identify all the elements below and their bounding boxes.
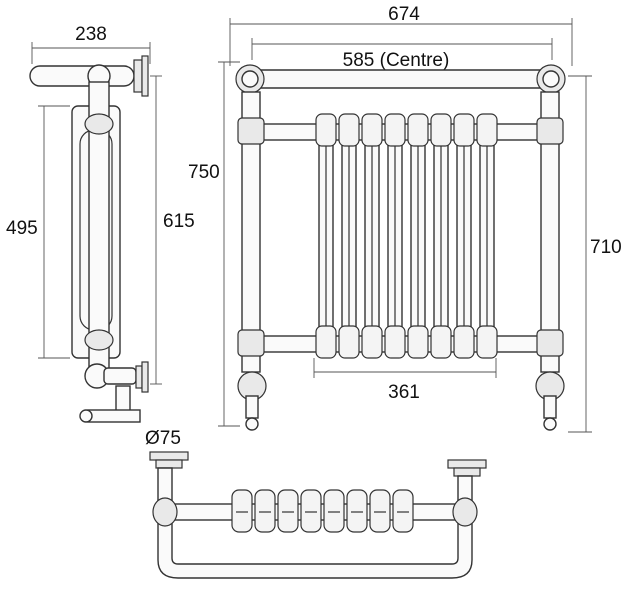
plan-view: Ø75 — [145, 428, 487, 579]
front-top-rail — [249, 69, 551, 89]
dim-label-495: 495 — [6, 218, 38, 239]
dim-label-diameter: Ø75 — [145, 428, 181, 449]
plan-section — [346, 489, 368, 533]
plan-left-wallplate — [149, 451, 189, 461]
plan-right-collar — [452, 497, 478, 527]
dim-label-238: 238 — [75, 24, 107, 45]
side-upper-collar — [84, 113, 114, 135]
plan-section — [323, 489, 345, 533]
plan-section — [300, 489, 322, 533]
plan-section — [392, 489, 414, 533]
front-radiator-columns — [315, 113, 498, 359]
side-lower-collar — [84, 329, 114, 351]
plan-section — [254, 489, 276, 533]
front-column-bottom-cap — [476, 325, 498, 359]
front-column-top-cap — [407, 113, 429, 147]
dim-label-585: 585 (Centre) — [343, 50, 450, 71]
front-column-bottom-cap — [453, 325, 475, 359]
side-top-wallplate — [141, 55, 149, 97]
plan-u-rail — [157, 467, 473, 579]
front-top-right-boss — [542, 70, 560, 88]
dim-label-674: 674 — [388, 4, 420, 25]
plan-left-flange — [155, 459, 183, 469]
dim-label-615: 615 — [163, 211, 195, 232]
plan-right-wallplate — [447, 459, 487, 469]
side-bottom-wallplate — [141, 361, 149, 393]
dim-label-710: 710 — [590, 237, 622, 258]
front-view: 674 585 (Centre) — [188, 4, 622, 433]
front-column-top-cap — [476, 113, 498, 147]
side-valve-pipe — [87, 409, 141, 423]
plan-left-collar — [152, 497, 178, 527]
front-column-top-cap — [315, 113, 337, 147]
front-column-bottom-cap — [384, 325, 406, 359]
plan-section — [369, 489, 391, 533]
front-column-top-cap — [361, 113, 383, 147]
side-view: 238 495 615 — [6, 24, 195, 423]
front-column-bottom-cap — [315, 325, 337, 359]
front-right-valve-wheel — [543, 417, 557, 431]
front-left-valve — [245, 395, 259, 419]
front-lower-right-collar — [536, 329, 564, 357]
front-lower-left-collar — [237, 329, 265, 357]
plan-section — [277, 489, 299, 533]
front-column-bottom-cap — [407, 325, 429, 359]
side-top-flange — [133, 59, 143, 93]
dim-label-750: 750 — [188, 162, 220, 183]
front-column-bottom-cap — [361, 325, 383, 359]
front-column-top-cap — [338, 113, 360, 147]
front-column-top-cap — [430, 113, 452, 147]
front-upper-right-collar — [536, 117, 564, 145]
side-top-rail — [29, 65, 135, 87]
front-right-valve — [543, 395, 557, 419]
plan-right-flange — [453, 467, 481, 477]
front-column-top-cap — [453, 113, 475, 147]
side-bottom-flange — [135, 365, 143, 389]
front-top-left-boss — [241, 70, 259, 88]
plan-section — [231, 489, 253, 533]
front-column-bottom-cap — [338, 325, 360, 359]
front-upper-left-collar — [237, 117, 265, 145]
front-column-top-cap — [384, 113, 406, 147]
front-left-valve-wheel — [245, 417, 259, 431]
dim-label-361: 361 — [388, 382, 420, 403]
side-valve-wheel — [79, 409, 93, 423]
plan-radiator-sections — [231, 489, 414, 533]
side-bottom-arm — [103, 367, 137, 385]
front-column-bottom-cap — [430, 325, 452, 359]
